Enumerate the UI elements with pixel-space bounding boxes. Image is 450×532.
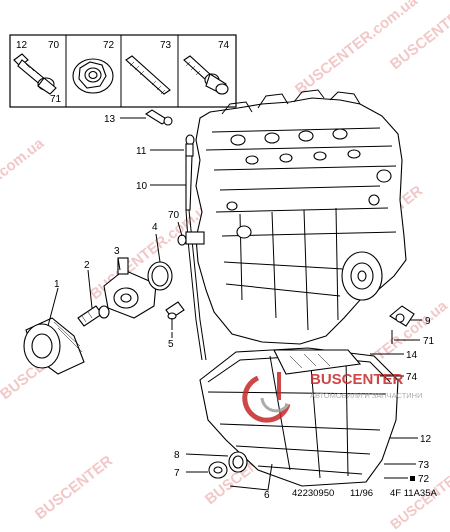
callout-7: 7 [174, 468, 180, 479]
legend-label-70: 70 [48, 40, 60, 51]
legend-label-74: 74 [218, 40, 230, 51]
logo-title: BUSCENTER [310, 371, 404, 388]
callout-12: 12 [420, 434, 432, 445]
dipstick-tube-10 [185, 155, 193, 211]
logo-subtitle: АВТОМОБИЛИ И ЗАПЧАСТИНИ [310, 391, 422, 400]
callout-70: 70 [168, 210, 180, 221]
fastener-legend-box: 12 70 72 73 74 71 [9, 34, 237, 108]
drain-plug-7-8 [208, 451, 248, 479]
shoulder-bolt-icon [183, 55, 229, 95]
legend-label-72: 72 [103, 40, 115, 51]
oil-pan-12 [199, 347, 399, 487]
callout-9: 9 [425, 316, 431, 327]
callout-6: 6 [264, 490, 270, 501]
footer-code: 4F 11A35A [390, 488, 437, 499]
watermark-url-5: .com.ua [0, 134, 48, 183]
dipstick-assembly [144, 109, 207, 361]
flange-nut-icon [72, 58, 114, 94]
callout-72: 72 [418, 474, 430, 485]
callout-71: 71 [423, 336, 435, 347]
footer-date: 11/96 [350, 488, 373, 499]
stud-icon [125, 55, 171, 95]
oil-filter-1 [23, 317, 85, 375]
leader-lines [47, 117, 422, 491]
watermark-brand-4: BUSCENTER [32, 452, 116, 523]
buscenter-logo: BUSCENTER АВТОМОБИЛИ И ЗАПЧАСТИНИ [242, 371, 422, 423]
oil-pressure-sensor-5 [165, 301, 185, 330]
engine-block [195, 89, 407, 345]
legend-label-73: 73 [160, 40, 172, 51]
legend-label-71: 71 [50, 94, 62, 105]
logo-ring-icon [242, 375, 291, 423]
callout-5: 5 [168, 339, 174, 350]
callout-74: 74 [406, 372, 418, 383]
callout-2: 2 [84, 260, 90, 271]
callout-11: 11 [136, 146, 147, 157]
callout-3: 3 [114, 246, 120, 257]
callout-4: 4 [152, 222, 158, 233]
bracket-9 [389, 305, 415, 344]
oil-cooler-3 [103, 257, 157, 319]
gasket-4 [147, 261, 173, 291]
union-bolt-2 [77, 305, 110, 327]
callout-13: 13 [104, 114, 116, 125]
callout-labels: 13 11 10 70 4 3 2 1 5 9 71 14 74 12 8 7 … [54, 114, 435, 501]
callout-8: 8 [174, 450, 180, 461]
callout-73: 73 [418, 460, 430, 471]
callout-1: 1 [54, 279, 60, 290]
callout-14: 14 [406, 350, 418, 361]
legend-label-12: 12 [16, 40, 28, 51]
footer-reference: 42230950 11/96 4F 11A35A [292, 488, 437, 499]
callout-10: 10 [136, 181, 148, 192]
flange-bolt-icon [13, 53, 57, 95]
footer-ref: 42230950 [292, 488, 334, 499]
